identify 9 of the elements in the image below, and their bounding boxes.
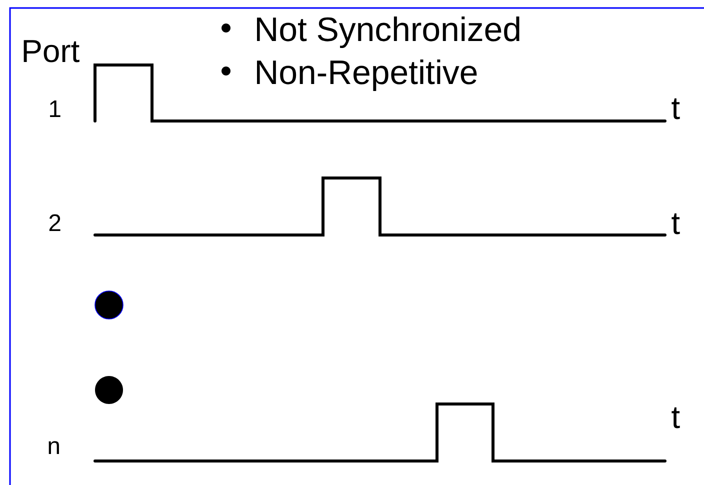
time-axis-label: t xyxy=(672,98,680,120)
time-axis-label: t xyxy=(672,407,680,428)
port-number: 2 xyxy=(49,214,60,231)
port-number: 1 xyxy=(50,100,60,117)
time-axis-label: t xyxy=(672,213,680,234)
bullet-item: Non-Repetitive xyxy=(256,59,477,92)
port-label: Port xyxy=(24,40,80,62)
port-number: n xyxy=(48,441,59,454)
bullet-item: Not Synchronized xyxy=(256,16,520,48)
